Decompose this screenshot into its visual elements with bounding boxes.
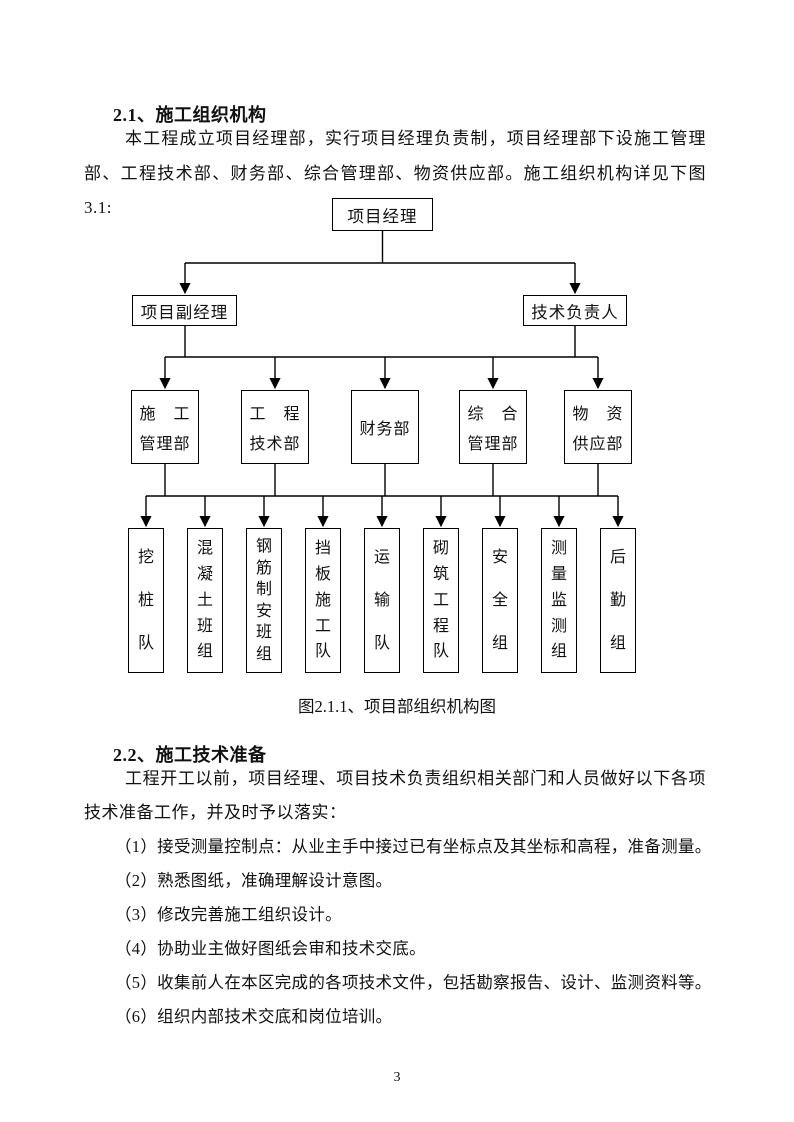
- org-box-technical-director: 技术负责人: [523, 295, 627, 326]
- org-box-label-line: 综 合: [467, 406, 519, 423]
- org-box-label-line: 施 工: [139, 406, 191, 423]
- org-box-masonry-engineering-team: 砌筑工程队: [423, 528, 459, 673]
- org-box-general-management-dept: 综 合 管理部: [459, 390, 527, 464]
- org-box-survey-monitoring-group: 测量监测组: [541, 528, 577, 673]
- org-box-finance-dept: 财务部: [351, 390, 419, 464]
- list-item-3: （3）修改完善施工组织设计。: [115, 905, 342, 924]
- org-box-label: 项目副经理: [140, 302, 229, 322]
- org-box-deputy-project-manager: 项目副经理: [132, 295, 237, 326]
- org-box-concrete-team: 混凝土班组: [187, 528, 223, 673]
- list-item-6: （6）组织内部技术交底和岗位培训。: [115, 1007, 393, 1026]
- org-box-material-supply-dept: 物 资 供应部: [564, 390, 632, 464]
- section-heading-2-2: 2.2、施工技术准备: [113, 745, 267, 765]
- org-box-label: 技术负责人: [531, 302, 619, 322]
- org-box-label-line: 工 程: [249, 406, 301, 423]
- org-box-label-line: 技术部: [249, 436, 301, 453]
- org-box-label: 项目经理: [347, 206, 418, 226]
- org-box-panel-construction-team: 挡板施工队: [305, 528, 341, 673]
- org-box-project-manager: 项目经理: [332, 198, 433, 231]
- list-item-5: （5）收集前人在本区完成的各项技术文件，包括勘察报告、设计、监测资料等。: [115, 973, 712, 992]
- section-paragraph-2-1: 本工程成立项目经理部，实行项目经理负责制，项目经理部下设施工管理部、工程技术部、…: [84, 129, 706, 217]
- org-box-label-line: 管理部: [139, 436, 191, 453]
- list-item-2: （2）熟悉图纸，准确理解设计意图。: [115, 871, 393, 890]
- technical-preparation-list: （1）接受测量控制点：从业主手中接过已有坐标点及其坐标和高程，准备测量。 （2）…: [84, 830, 784, 1034]
- section-heading-2-1: 2.1、施工组织机构: [113, 105, 267, 125]
- org-box-logistics-group: 后勤组: [600, 528, 636, 673]
- list-item-4: （4）协助业主做好图纸会审和技术交底。: [115, 939, 426, 958]
- org-box-transport-team: 运输队: [364, 528, 400, 673]
- figure-caption: 图2.1.1、项目部组织机构图: [298, 697, 496, 716]
- org-box-construction-management-dept: 施 工 管理部: [131, 390, 199, 464]
- org-box-pile-digging-team: 挖桩队: [128, 528, 164, 673]
- page-number: 3: [393, 1070, 401, 1085]
- org-box-label-line: 物 资: [572, 406, 624, 423]
- org-box-label-line: 财务部: [359, 421, 411, 438]
- org-box-label-line: 管理部: [467, 436, 519, 453]
- list-item-1: （1）接受测量控制点：从业主手中接过已有坐标点及其坐标和高程，准备测量。: [115, 837, 712, 856]
- org-box-engineering-technology-dept: 工 程 技术部: [241, 390, 309, 464]
- org-box-rebar-fabrication-team: 钢筋制安班组: [246, 528, 282, 673]
- section-paragraph-2-2: 工程开工以前，项目经理、项目技术负责组织相关部门和人员做好以下各项技术准备工作，…: [84, 769, 706, 822]
- org-box-label-line: 供应部: [572, 436, 624, 453]
- org-box-safety-group: 安全组: [482, 528, 518, 673]
